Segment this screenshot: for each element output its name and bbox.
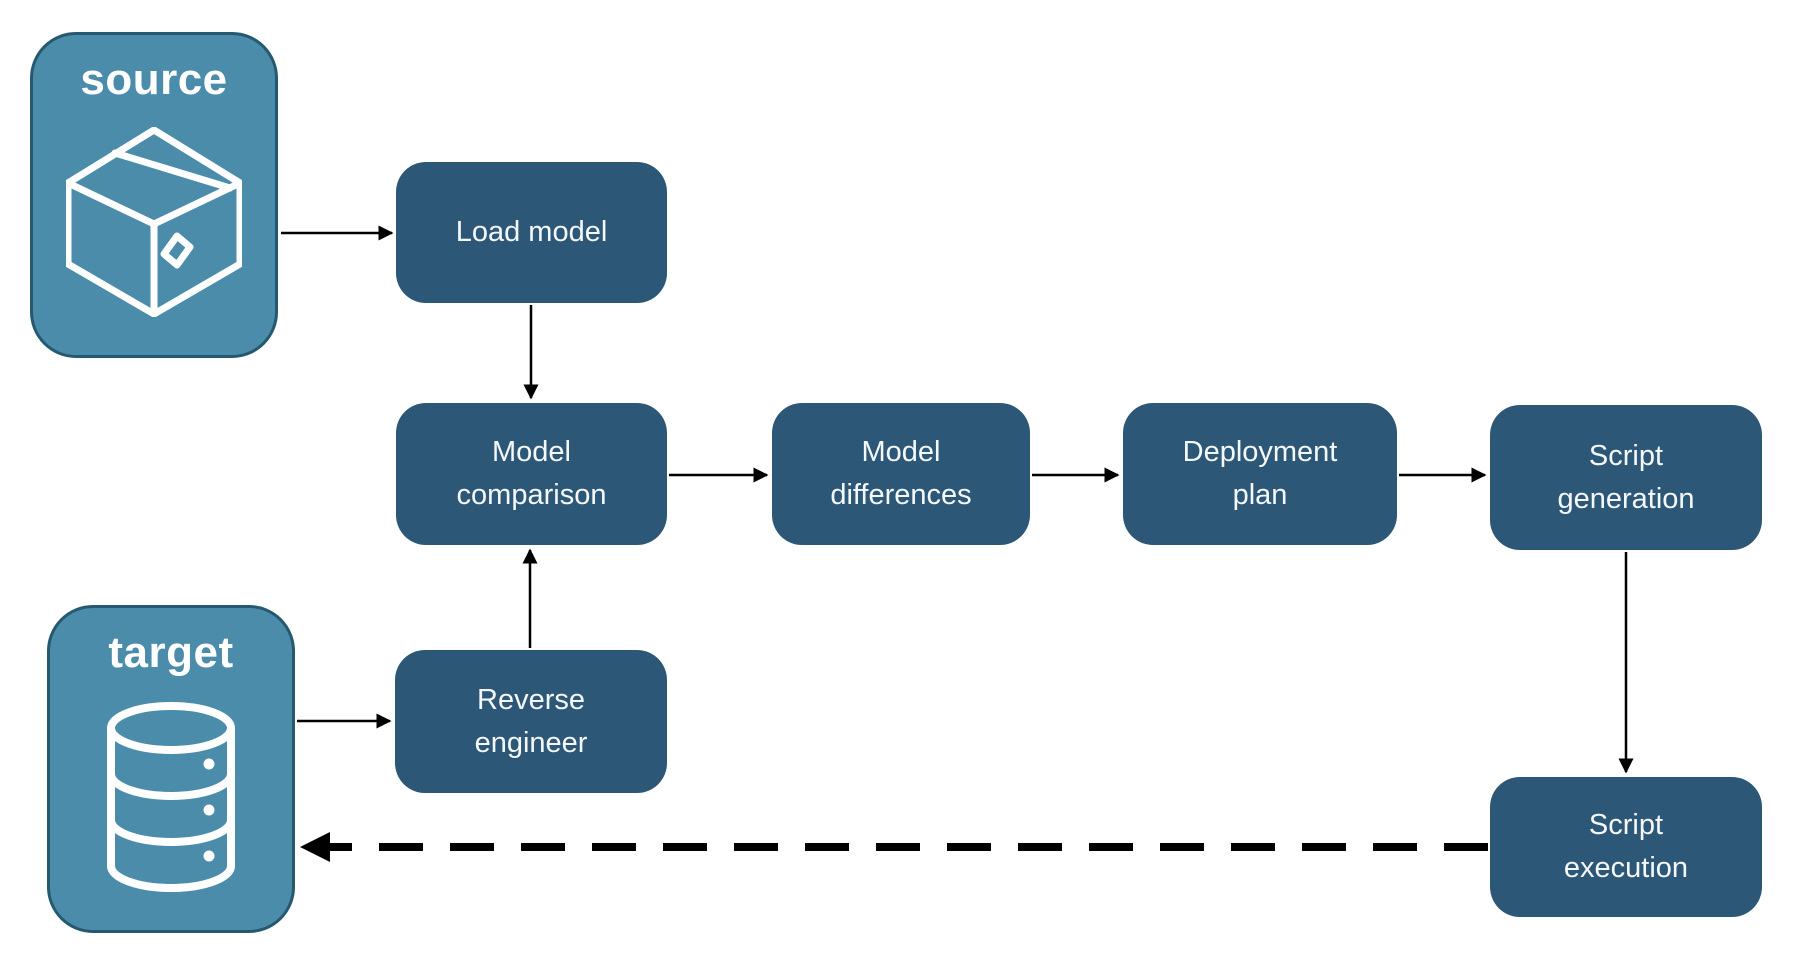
node-label: Model: [492, 436, 571, 468]
package-icon: [66, 127, 242, 317]
node-script-execution: Script execution: [1490, 777, 1762, 917]
node-model-differences: Model differences: [772, 403, 1030, 545]
node-script-generation: Script generation: [1490, 405, 1762, 550]
node-label: comparison: [456, 479, 607, 511]
node-label: Load model: [455, 216, 608, 248]
node-label: Script: [1588, 809, 1664, 841]
endpoint-target: target: [47, 605, 295, 933]
node-label: Deployment: [1182, 436, 1338, 468]
node-label: Model: [861, 436, 941, 468]
source-label: source: [80, 55, 228, 104]
node-label: generation: [1557, 482, 1695, 515]
target-label: target: [108, 628, 234, 677]
endpoint-source: source: [30, 32, 278, 358]
node-label: plan: [1232, 479, 1288, 511]
node-load-model: Load model: [396, 162, 667, 303]
node-label: execution: [1563, 852, 1689, 884]
node-label: engineer: [474, 726, 588, 759]
node-label: Reverse: [477, 683, 585, 716]
node-label: differences: [830, 479, 972, 511]
database-icon: [107, 702, 235, 892]
node-deployment-plan: Deployment plan: [1123, 403, 1397, 545]
node-label: Script: [1588, 439, 1664, 472]
node-reverse-engineer: Reverse engineer: [395, 650, 667, 793]
node-model-comparison: Model comparison: [396, 403, 667, 545]
